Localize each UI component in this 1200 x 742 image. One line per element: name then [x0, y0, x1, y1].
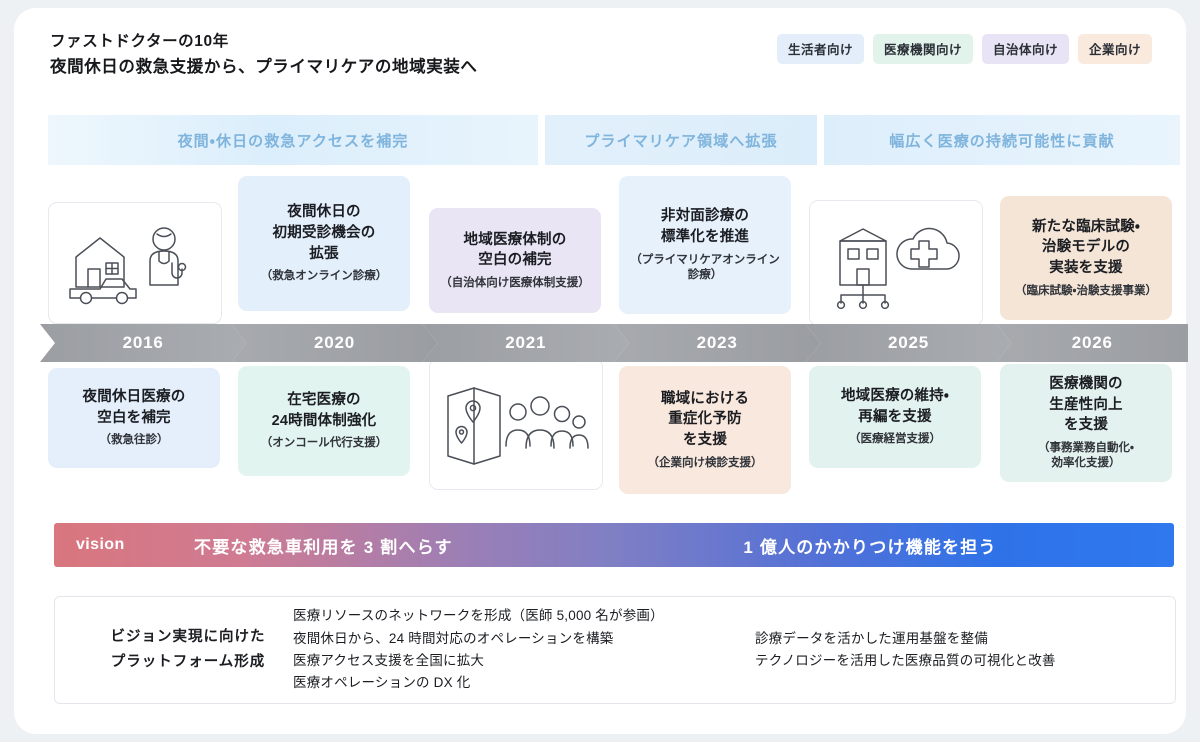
legend-badge-2: 医療機関向け — [872, 34, 973, 64]
map-people-icon — [429, 358, 603, 490]
header: ファストドクターの10年 夜間休日の救急支援から、プライマリケアの地域実装へ 生… — [38, 30, 1162, 92]
milestone-subtitle: （事務業務自動化・効率化支援） — [1038, 441, 1134, 470]
platform-column-2: 診療データを活かした運用基盤を整備テクノロジーを活用した医療品質の可視化と改善 — [755, 597, 1056, 703]
platform-bullet: 医療アクセス支援を全国に拡大 — [293, 653, 485, 668]
milestone-card-2023-top[interactable]: 非対面診療の標準化を推進 （プライマリケアオンライン診療） — [619, 176, 791, 314]
milestone-card-2026-bottom[interactable]: 医療機関の生産性向上を支援 （事務業務自動化・効率化支援） — [1000, 364, 1172, 482]
milestone-title: 非対面診療の標準化を推進 — [660, 208, 750, 245]
milestone-title: 医療機関の生産性向上を支援 — [1049, 376, 1123, 434]
year-label: 2026 — [1071, 333, 1113, 352]
milestone-subtitle: （自治体向け医療体制支援） — [440, 276, 590, 289]
milestone-card-2021-top[interactable]: 地域医療体制の空白の補完 （自治体向け医療体制支援） — [429, 208, 601, 313]
milestone-card-2020-top[interactable]: 夜間休日の初期受診機会の拡張 （救急オンライン診療） — [238, 176, 410, 311]
milestone-card-2026-top[interactable]: 新たな臨床試験・治験モデルの実装を支援 （臨床試験・治験支援事業） — [1000, 196, 1172, 320]
milestone-subtitle: （オンコール代行支援） — [260, 437, 388, 450]
platform-bullet: 診療データを活かした運用基盤を整備 — [755, 630, 988, 646]
timeline-column-2025: 地域医療の維持・再編を支援 （医療経営支援） — [809, 168, 983, 508]
milestone-title: 夜間休日の初期受診機会の拡張 — [272, 204, 376, 262]
phase-band-2: プライマリケア領域へ拡張 — [545, 115, 817, 165]
infographic-board: ファストドクターの10年 夜間休日の救急支援から、プライマリケアの地域実装へ 生… — [14, 8, 1188, 734]
title-line-2: 夜間休日の救急支援から、プライマリケアの地域実装へ — [50, 58, 478, 77]
milestone-title: 新たな臨床試験・治験モデルの実装を支援 — [1031, 218, 1141, 277]
year-chevron-2021: 2021 — [423, 324, 629, 362]
milestone-subtitle: （臨床試験・治験支援事業） — [1015, 284, 1157, 297]
platform-label: ビジョン実現に向けた プラットフォーム形成 — [79, 597, 297, 703]
year-label: 2025 — [887, 333, 929, 352]
timeline-column-2016: 夜間休日医療の空白を補完 （救急往診） — [48, 168, 222, 508]
milestone-subtitle: （プライマリケアオンライン診療） — [630, 253, 780, 282]
milestone-subtitle: （企業向け検診支援） — [647, 456, 763, 469]
platform-label-line-2: プラットフォーム形成 — [110, 654, 266, 670]
year-label: 2020 — [313, 333, 355, 352]
page-title: ファストドクターの10年 夜間休日の救急支援から、プライマリケアの地域実装へ — [50, 30, 478, 81]
year-label: 2016 — [122, 333, 164, 352]
phase-band-1: 夜間・休日の救急アクセスを補完 — [48, 115, 538, 165]
milestone-card-2016-bottom[interactable]: 夜間休日医療の空白を補完 （救急往診） — [48, 368, 220, 468]
year-chevron-2023: 2023 — [614, 324, 820, 362]
year-label: 2021 — [505, 333, 547, 352]
vision-goal-left: 不要な救急車利用を 3 割へらす — [194, 537, 453, 557]
phase-band-3: 幅広く医療の持続可能性に貢献 — [824, 115, 1180, 165]
legend-badge-4: 企業向け — [1077, 34, 1152, 64]
year-chevron-2026: 2026 — [996, 324, 1188, 362]
vision-goal-right: 1 億人のかかりつけ機能を担う — [743, 537, 997, 557]
milestone-subtitle: （救急オンライン診療） — [260, 270, 388, 283]
platform-bullet: テクノロジーを活用した医療品質の可視化と改善 — [755, 653, 1056, 668]
house-car-doctor-icon — [48, 202, 222, 324]
year-label: 2023 — [696, 333, 738, 352]
milestone-card-2025-bottom[interactable]: 地域医療の維持・再編を支援 （医療経営支援） — [809, 366, 981, 468]
phase-headers: 夜間・休日の救急アクセスを補完 プライマリケア領域へ拡張 幅広く医療の持続可能性… — [48, 115, 1180, 165]
platform-bullet: 医療オペレーションの DX 化 — [293, 675, 471, 691]
legend-badge-1: 生活者向け — [776, 34, 864, 64]
hospital-cloud-icon — [809, 200, 983, 326]
milestone-title: 職域における重症化予防を支援 — [660, 390, 750, 449]
legend: 生活者向け医療機関向け自治体向け企業向け — [776, 34, 1152, 64]
milestone-subtitle: （救急往診） — [99, 434, 169, 447]
timeline-column-2023: 非対面診療の標準化を推進 （プライマリケアオンライン診療） 職域における重症化予防を… — [619, 168, 791, 508]
title-line-1: ファストドクターの10年 — [50, 33, 229, 50]
milestone-title: 地域医療体制の空白の補完 — [463, 231, 567, 269]
year-arrow-band: 2016 2020 2021 2023 2025 2026 — [40, 324, 1188, 362]
year-chevron-2025: 2025 — [805, 324, 1011, 362]
year-chevron-2016: 2016 — [40, 324, 246, 362]
milestone-title: 夜間休日医療の空白を補完 — [82, 389, 186, 426]
timeline-columns: 夜間休日医療の空白を補完 （救急往診） 夜間休日の初期受診機会の拡張 （救急オンライン… — [48, 168, 1180, 508]
vision-bar: vision 不要な救急車利用を 3 割へらす 1 億人のかかりつけ機能を担う — [54, 523, 1174, 567]
milestone-card-2023-bottom[interactable]: 職域における重症化予防を支援 （企業向け検診支援） — [619, 366, 791, 494]
milestone-subtitle: （医療経営支援） — [849, 433, 941, 446]
platform-section: ビジョン実現に向けた プラットフォーム形成 医療リソースのネットワークを形成（医… — [54, 596, 1176, 704]
timeline-column-2026: 新たな臨床試験・治験モデルの実装を支援 （臨床試験・治験支援事業） 医療機関の生産性… — [1000, 168, 1172, 508]
milestone-title: 地域医療の維持・再編を支援 — [840, 388, 950, 425]
legend-badge-3: 自治体向け — [981, 34, 1069, 64]
vision-label: vision — [76, 536, 125, 553]
platform-bullet: 夜間休日から、24 時間対応のオペレーションを構築 — [293, 630, 614, 646]
year-chevron-2020: 2020 — [231, 324, 437, 362]
platform-bullet: 医療リソースのネットワークを形成（医師 5,000 名が参画） — [293, 608, 664, 624]
platform-column-1: 医療リソースのネットワークを形成（医師 5,000 名が参画） 夜間休日から、24… — [293, 597, 664, 703]
platform-label-line-1: ビジョン実現に向けた — [110, 628, 266, 645]
